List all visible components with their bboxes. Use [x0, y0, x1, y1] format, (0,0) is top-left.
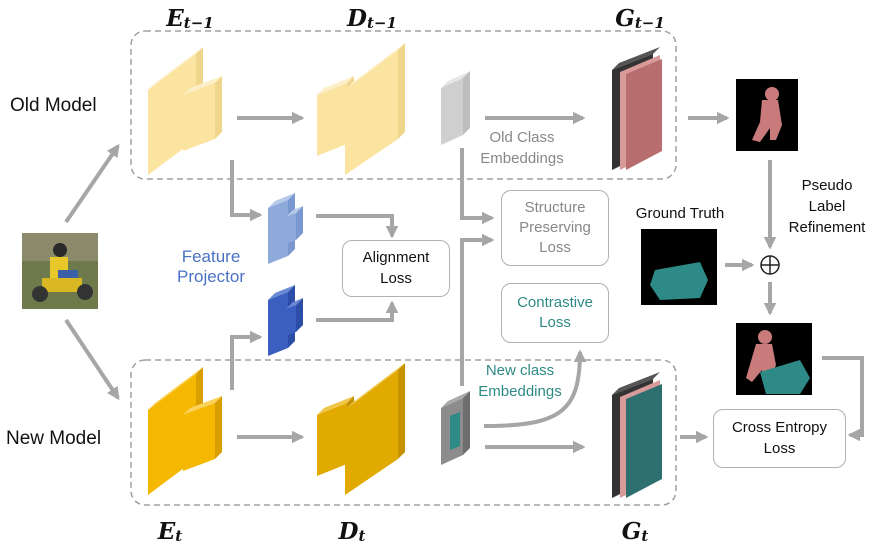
old-decoder-block	[317, 43, 405, 175]
new-model-label: New Model	[6, 428, 102, 449]
arrow-new-encoder-to-projector	[230, 330, 263, 390]
new-decoder-block	[317, 363, 405, 495]
arrow-projector-dark-to-alignment	[316, 300, 399, 322]
structure-preserving-loss-box: Structure Preserving Loss	[501, 190, 609, 266]
alignment-loss-text: Alignment Loss	[362, 249, 430, 287]
arrow-image-to-new	[64, 318, 120, 401]
heading-d-prev: Dt−1	[347, 5, 397, 32]
feature-projector-label: Feature Projector	[176, 247, 246, 286]
old-output-block	[612, 47, 662, 170]
new-encoder-block	[148, 367, 222, 495]
pseudo-label-image	[736, 79, 798, 151]
cross-entropy-loss-text: Cross Entropy Loss	[731, 419, 828, 457]
heading-g-cur: Gt	[621, 518, 649, 545]
arrow-refined-to-cross-entropy	[822, 356, 864, 442]
old-encoder-block	[148, 47, 222, 175]
new-class-embeddings-label: New class Embeddings	[478, 362, 562, 400]
arrow-projector-light-to-alignment	[316, 214, 399, 239]
input-image	[22, 233, 98, 309]
feature-projector-dark-block	[268, 285, 303, 356]
arrow-old-embedding-to-structure	[460, 148, 495, 225]
cross-entropy-loss-box: Cross Entropy Loss	[713, 409, 846, 468]
arrow-new-embedding-to-structure	[460, 233, 495, 386]
pseudo-label-refinement-label: Pseudo Label Refinement	[788, 177, 866, 236]
new-model-frame	[130, 359, 677, 506]
heading-g-prev: Gt−1	[615, 5, 665, 32]
old-class-embeddings-label: Old Class Embeddings	[480, 129, 564, 167]
refined-label-image	[736, 323, 812, 395]
heading-e-prev: Et−1	[166, 5, 214, 32]
ground-truth-label: Ground Truth	[635, 205, 725, 222]
alignment-loss-box: Alignment Loss	[342, 240, 450, 297]
arrow-old-encoder-to-projector	[230, 160, 263, 222]
structure-preserving-loss-text: Structure Preserving Loss	[519, 198, 591, 257]
heading-e-cur: Et	[157, 518, 183, 545]
ground-truth-image	[641, 229, 717, 305]
new-output-block	[612, 372, 662, 498]
contrastive-loss-box: Contrastive Loss	[501, 283, 609, 343]
old-class-embedding-block	[441, 71, 470, 145]
arrow-image-to-old	[64, 143, 120, 224]
feature-projector-light-block	[268, 193, 303, 264]
old-model-label: Old Model	[10, 95, 97, 116]
new-class-embedding-block	[441, 391, 470, 465]
contrastive-loss-text: Contrastive Loss	[517, 293, 593, 331]
heading-d-cur: Dt	[338, 518, 366, 545]
arrow-new-embedding-to-contrastive	[483, 349, 587, 428]
